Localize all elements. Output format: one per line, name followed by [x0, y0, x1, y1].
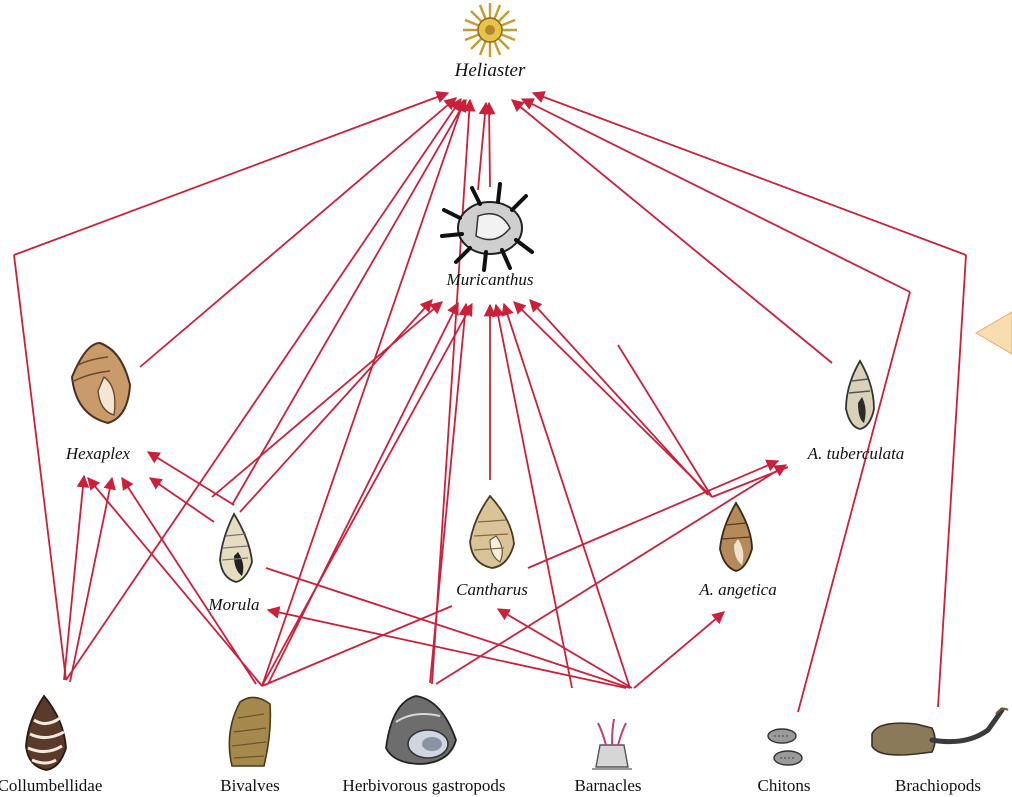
- arrow-herbivorous-to-tuberculata: [435, 464, 788, 685]
- arrow-collumbellidae-to-hexaplex-b: [69, 476, 116, 683]
- chiton-icon: [767, 728, 803, 766]
- arrow-aangetica-to-heliaster: [617, 344, 713, 498]
- arrow-barnacles-to-cantharus: [496, 608, 633, 689]
- arrow-morula-to-hexaplex: [146, 451, 235, 506]
- label-muricanthus: Muricanthus: [446, 270, 534, 289]
- arrow-morula-to-hexaplex-b: [148, 477, 215, 523]
- arrow-barnacles-from-morula: [265, 567, 631, 689]
- snail-shell-icon: [219, 512, 253, 583]
- arrow-bivalves-to-hexaplex: [121, 476, 257, 685]
- arrow-chitons-to-heliaster: [797, 291, 911, 713]
- label-bivalves: Bivalves: [220, 776, 280, 795]
- arrow-brachiopods-to-heliaster: [937, 254, 967, 708]
- label-a-tuberculata: A. tuberculata: [807, 444, 905, 463]
- arrow-aangetica-to-tuberculata: [711, 466, 789, 498]
- arrow-aangetica-to-muricanthus-b: [529, 299, 709, 496]
- arrow-barnacles-to-aangetica: [633, 611, 725, 689]
- arrow-bivalves-to-heliaster: [261, 98, 467, 687]
- label-cantharus: Cantharus: [456, 580, 528, 599]
- arrow-herbivorous-to-cantharus: [261, 605, 453, 687]
- arrow-barnacles-to-morula: [266, 606, 627, 689]
- arrow-collumbellidae-to-heliaster-c: [65, 97, 462, 681]
- label-barnacles: Barnacles: [574, 776, 642, 795]
- arrow-hexaplex-to-heliaster: [139, 97, 457, 368]
- arrow-barnacles-to-muricanthus-b: [501, 302, 631, 689]
- brachiopod-icon: [871, 707, 1009, 756]
- arrow-barnacles-to-muricanthus: [492, 303, 573, 689]
- arrow-collumbellidae-to-hexaplex: [63, 474, 90, 681]
- striped-shell-icon: [25, 694, 67, 771]
- label-brachiopods: Brachiopods: [895, 776, 981, 795]
- label-herbivorous-gastropods: Herbivorous gastropods: [342, 776, 506, 795]
- label-heliaster: Heliaster: [454, 60, 526, 81]
- callout-shape: [975, 311, 1012, 355]
- arrow-chitons-to-heliaster-b: [520, 98, 911, 293]
- arrow-morula-to-heliaster: [231, 98, 467, 506]
- arrow-collumbellidae-to-heliaster-b: [13, 91, 450, 256]
- limpet-icon: [385, 695, 457, 765]
- arrow-cantharus-to-tuberculata: [527, 459, 780, 569]
- bivalve-icon: [228, 696, 272, 767]
- snail-shell-icon: [70, 341, 132, 425]
- arrow-muricanthus-to-heliaster-b: [477, 101, 492, 191]
- arrow-tuberculata-to-heliaster: [511, 99, 833, 364]
- spiny-snail-icon: [440, 182, 534, 272]
- label-a-angetica: A. angetica: [699, 580, 777, 599]
- arrow-muricanthus-to-heliaster: [482, 101, 496, 188]
- arrow-morula-to-muricanthus-b: [211, 301, 443, 498]
- sea-star-icon: [463, 3, 517, 57]
- label-collumbellidae: Collumbellidae: [0, 776, 103, 795]
- arrow-herbivorous-to-muricanthus: [429, 302, 472, 684]
- feeding-arrows: [13, 91, 967, 713]
- arrow-brachiopods-to-heliaster-b: [531, 91, 967, 256]
- snail-shell-icon: [469, 494, 515, 569]
- barnacle-icon: [592, 718, 632, 770]
- snail-shell-icon: [845, 359, 875, 430]
- arrow-collumbellidae-to-heliaster: [13, 254, 67, 681]
- label-chitons: Chitons: [757, 776, 811, 795]
- arrow-morula-to-muricanthus: [239, 299, 433, 513]
- snail-shell-icon: [719, 501, 753, 572]
- label-morula: Morula: [208, 595, 260, 614]
- label-hexaplex: Hexaplex: [65, 444, 131, 463]
- arrow-herbivorous-to-hexaplex: [87, 477, 263, 687]
- arrow-collumbellidae-to-muricanthus: [261, 302, 473, 687]
- arrow-bivalves-to-muricanthus: [267, 301, 459, 685]
